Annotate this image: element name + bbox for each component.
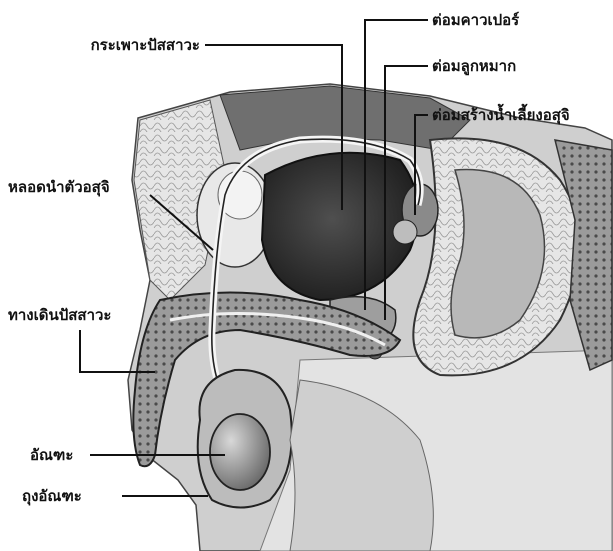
label-prostate: ต่อมลูกหมาก xyxy=(432,57,516,76)
label-vas-deferens: หลอดนำตัวอสุจิ xyxy=(8,178,110,197)
label-scrotum: ถุงอัณฑะ xyxy=(22,487,82,506)
label-urethra: ทางเดินปัสสาวะ xyxy=(8,306,112,324)
label-cowper-gland: ต่อมคาวเปอร์ xyxy=(432,11,520,29)
label-bladder: กระเพาะปัสสาวะ xyxy=(91,36,200,54)
label-testis: อัณฑะ xyxy=(30,446,73,464)
testis-organ xyxy=(210,414,270,490)
label-seminal-vesicle: ต่อมสร้างน้ำเลี้ยงอสุจิ xyxy=(432,103,570,125)
